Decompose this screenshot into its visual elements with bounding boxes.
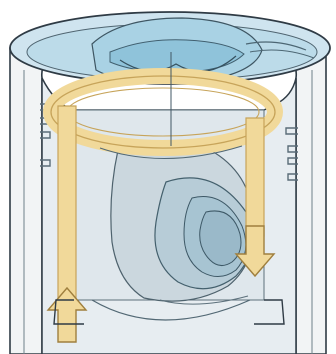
oil-passage-left — [58, 106, 76, 298]
oil-passage-right — [246, 118, 264, 236]
